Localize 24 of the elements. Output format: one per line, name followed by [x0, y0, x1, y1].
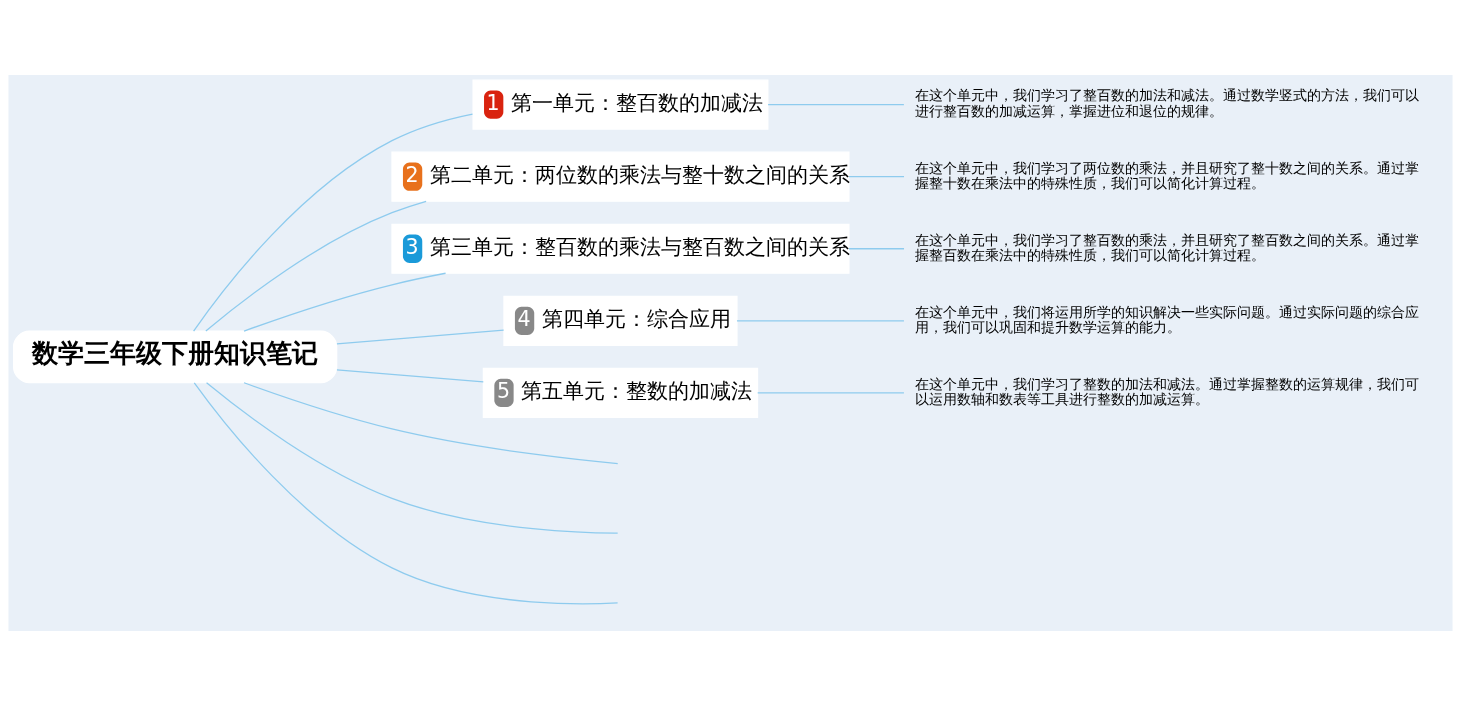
connector — [193, 112, 474, 332]
connector — [757, 391, 905, 394]
node-box: 2 第二单元：两位数的乘法与整十数之间的关系 — [391, 151, 850, 202]
node-box: 5 第五单元：整数的加减法 — [482, 367, 759, 418]
connector — [193, 381, 619, 604]
connector — [205, 200, 427, 332]
node-text: 在这个单元中，我们学习了整数的加法和减法。通过掌握整数的运算规律，我们可以运用数轴和数表等工具进行整数的加减运算。 — [914, 375, 1419, 407]
connector — [243, 381, 619, 464]
connector — [848, 247, 905, 249]
node-text: 在这个单元中，我们学习了两位数的乘法，并且研究了整十数之间的关系。通过掌握整十数在乘法中的特殊性质，我们可以简化计算过程。 — [914, 159, 1419, 191]
connector — [848, 175, 905, 177]
node-text: 在这个单元中，我们学习了整百数的加法和减法。通过数学竖式的方法，我们可以进行整百数的加减运算，掌握进位和退位的规律。 — [914, 86, 1419, 119]
connector — [336, 368, 484, 382]
connector — [736, 319, 905, 321]
connector — [243, 272, 447, 332]
connector — [205, 381, 619, 534]
connector — [767, 103, 905, 105]
node-box: 4 第四单元：综合应用 — [503, 295, 738, 346]
node-box: 1 第一单元：整百数的加减法 — [472, 79, 769, 130]
node-text: 在这个单元中，我们学习了整百数的乘法，并且研究了整百数之间的关系。通过掌握整百数在乘法中的特殊性质，我们可以简化计算过程。 — [914, 231, 1419, 263]
connector — [336, 329, 505, 344]
node-box: 3 第三单元：整百数的乘法与整百数之间的关系 — [391, 223, 850, 274]
node-text: 在这个单元中，我们将运用所学的知识解决一些实际问题。通过实际问题的综合应用，我们可以巩固和提升数学运算的能力。 — [914, 303, 1419, 335]
node-box: 数学三年级下册知识笔记 — [12, 329, 338, 383]
